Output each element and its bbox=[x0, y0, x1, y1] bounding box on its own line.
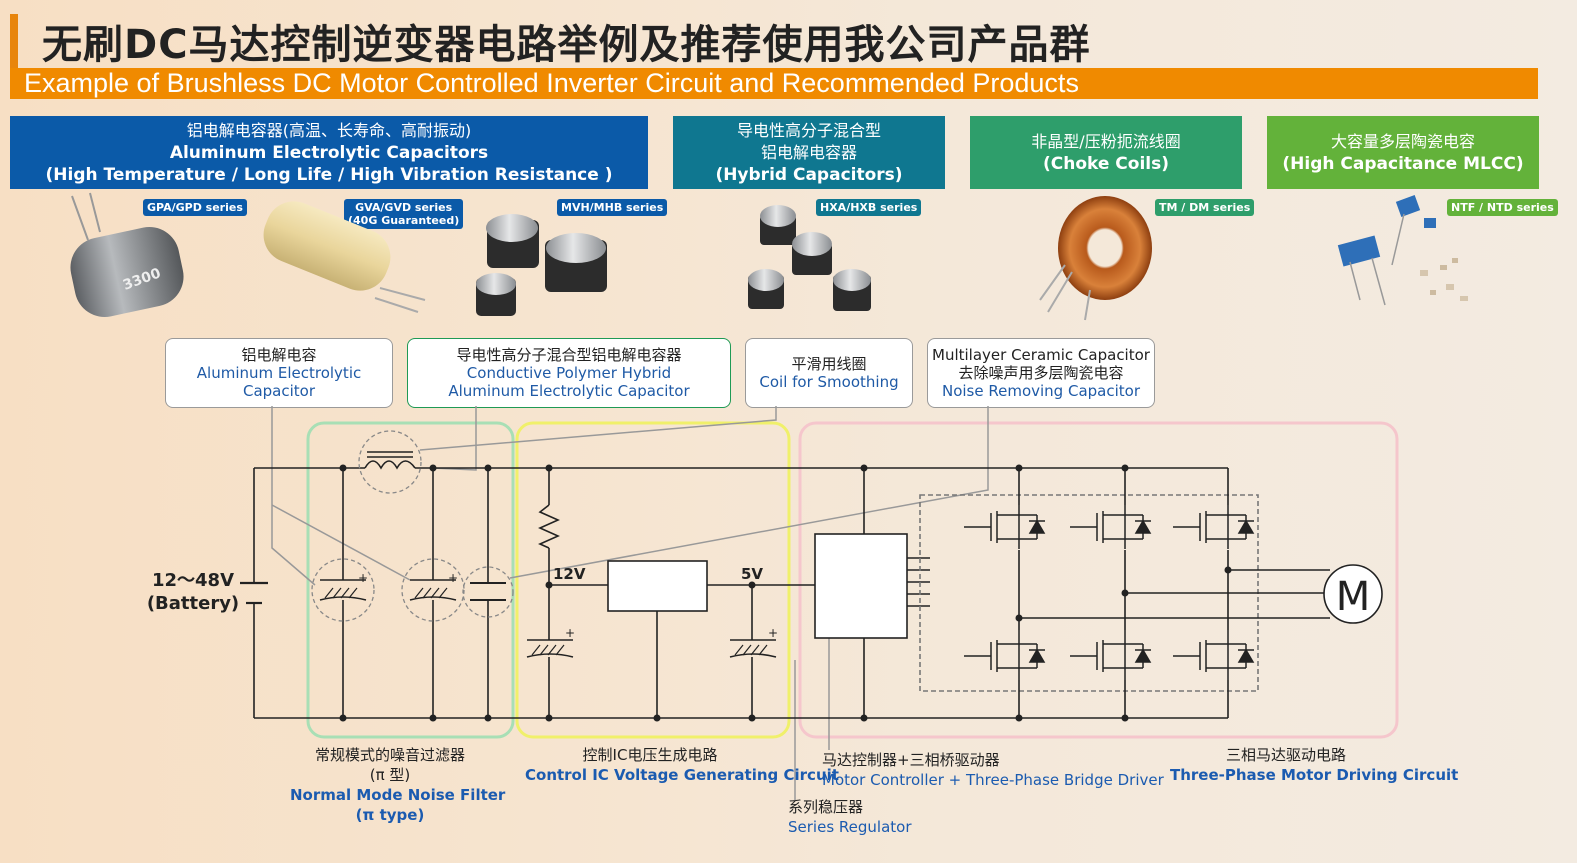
category-line: (Hybrid Capacitors) bbox=[715, 164, 903, 185]
battery-label: (Battery) bbox=[147, 593, 239, 614]
callout-en: Coil for Smoothing bbox=[759, 373, 899, 391]
title-en-banner bbox=[10, 68, 1538, 99]
control-section-box bbox=[515, 421, 791, 739]
callout-en-title: Multilayer Ceramic Capacitor bbox=[932, 346, 1150, 364]
callout-en: Aluminum Electrolytic Capacitor bbox=[196, 364, 362, 400]
category-line: 大容量多层陶瓷电容 bbox=[1330, 131, 1475, 151]
mosfet-switches bbox=[964, 505, 1255, 680]
label-en: Normal Mode Noise Filter bbox=[290, 786, 506, 804]
callout-hybrid-capacitor: 导电性高分子混合型铝电解电容器 Conductive Polymer Hybri… bbox=[407, 338, 731, 408]
circuit-wires bbox=[240, 451, 1330, 719]
callout-zh: 铝电解电容 bbox=[241, 346, 317, 364]
callout-zh: 导电性高分子混合型铝电解电容器 bbox=[456, 346, 682, 364]
label-three-phase-drive: 三相马达驱动电路 Three-Phase Motor Driving Circu… bbox=[1170, 745, 1459, 785]
category-line: (High Capacitance MLCC) bbox=[1282, 153, 1524, 174]
svg-text:+: + bbox=[565, 626, 575, 640]
label-motor-controller: 马达控制器+三相桥驱动器 Motor Controller + Three-Ph… bbox=[822, 750, 1164, 790]
category-mlcc: 大容量多层陶瓷电容 (High Capacitance MLCC) bbox=[1267, 116, 1539, 189]
callout-en: Conductive Polymer Hybrid bbox=[466, 364, 672, 382]
series-badge: MVH/MHB series bbox=[557, 199, 668, 216]
label-zh: 常规模式的噪音过滤器 bbox=[314, 746, 465, 764]
svg-text:+: + bbox=[358, 571, 368, 585]
series-badge-line: GVA/GVD series bbox=[355, 201, 453, 214]
motor-symbol bbox=[1323, 564, 1383, 624]
label-en: Three-Phase Motor Driving Circuit bbox=[1170, 766, 1459, 784]
label-zh: 马达控制器+三相桥驱动器 bbox=[822, 751, 1000, 769]
callout-en: Noise Removing Capacitor bbox=[941, 382, 1140, 400]
category-line: 导电性高分子混合型 bbox=[736, 120, 881, 140]
category-line: (High Temperature / Long Life / High Vib… bbox=[45, 164, 613, 185]
callout-en: Aluminum Electrolytic Capacitor bbox=[448, 382, 690, 400]
series-badge: HXA/HXB series bbox=[816, 199, 922, 216]
motor-label: M bbox=[1336, 574, 1371, 620]
category-line: 非晶型/压粉扼流线圈 bbox=[1031, 131, 1181, 151]
voltage-5v: 5V bbox=[741, 565, 763, 583]
label-en: Motor Controller + Three-Phase Bridge Dr… bbox=[822, 771, 1164, 789]
category-aluminum-electrolytic: 铝电解电容器(高温、长寿命、高耐振动) Aluminum Electrolyti… bbox=[10, 116, 648, 189]
mlcc-image bbox=[1337, 195, 1468, 306]
capacitor-gva-image bbox=[263, 201, 426, 313]
capacitor-hxa-image bbox=[748, 205, 871, 311]
highlight-circles bbox=[311, 430, 514, 622]
junction-dots bbox=[339, 464, 1232, 722]
voltage-12v: 12V bbox=[553, 565, 586, 583]
drive-section-box bbox=[798, 421, 1399, 739]
label-noise-filter: 常规模式的噪音过滤器 (π 型) Normal Mode Noise Filte… bbox=[290, 745, 506, 825]
label-en: Control IC Voltage Generating Circuit bbox=[525, 766, 839, 784]
category-line: 铝电解电容器(高温、长寿命、高耐振动) bbox=[186, 120, 472, 140]
label-en: (π type) bbox=[355, 806, 425, 824]
series-badge: TM / DM series bbox=[1155, 199, 1255, 216]
title-accent-bar bbox=[10, 14, 18, 98]
category-line: 铝电解电容器 bbox=[760, 142, 857, 162]
label-zh: 系列稳压器 bbox=[788, 798, 864, 816]
category-hybrid: 导电性高分子混合型 铝电解电容器 (Hybrid Capacitors) bbox=[673, 116, 945, 189]
category-line: Aluminum Electrolytic Capacitors bbox=[169, 142, 489, 163]
page-title-en: Example of Brushless DC Motor Controlled… bbox=[24, 68, 1079, 98]
svg-text:+: + bbox=[448, 571, 458, 585]
label-control-ic: 控制IC电压生成电路 Control IC Voltage Generating… bbox=[525, 745, 839, 785]
label-en: Series Regulator bbox=[788, 818, 912, 836]
callout-mlcc: Multilayer Ceramic Capacitor 去除噪声用多层陶瓷电容… bbox=[927, 338, 1155, 408]
series-badge-line: (40G Guaranteed) bbox=[348, 214, 460, 227]
capacitor-gpa-image: 3300 bbox=[70, 192, 184, 317]
label-series-regulator: 系列稳压器 Series Regulator bbox=[788, 797, 912, 837]
callout-zh: 平滑用线圈 bbox=[791, 355, 867, 373]
svg-text:+: + bbox=[768, 626, 778, 640]
label-zh: 控制IC电压生成电路 bbox=[582, 746, 718, 764]
label-zh: 三相马达驱动电路 bbox=[1225, 746, 1346, 764]
page-title-zh: 无刷DC马达控制逆变器电路举例及推荐使用我公司产品群 bbox=[42, 22, 1091, 68]
label-zh: (π 型) bbox=[369, 766, 411, 784]
filter-section-box bbox=[306, 421, 515, 739]
callout-zh: 去除噪声用多层陶瓷电容 bbox=[958, 364, 1124, 382]
choke-coil-image bbox=[1039, 196, 1152, 321]
category-line: (Choke Coils) bbox=[1042, 153, 1170, 174]
category-choke-coils: 非晶型/压粉扼流线圈 (Choke Coils) bbox=[970, 116, 1242, 189]
filter-capacitors bbox=[319, 579, 777, 658]
callout-coil: 平滑用线圈 Coil for Smoothing bbox=[745, 338, 913, 408]
series-badge: GVA/GVD series (40G Guaranteed) bbox=[344, 199, 464, 229]
leader-lines bbox=[271, 406, 989, 800]
battery-voltage: 12～48V bbox=[152, 570, 234, 591]
polarity-marks: + + + + bbox=[358, 571, 778, 640]
series-badge: NTF / NTD series bbox=[1447, 199, 1558, 216]
series-badge: GPA/GPD series bbox=[143, 199, 247, 216]
callout-aluminum-capacitor: 铝电解电容 Aluminum Electrolytic Capacitor bbox=[165, 338, 393, 408]
capacitor-mvh-image bbox=[476, 214, 607, 316]
